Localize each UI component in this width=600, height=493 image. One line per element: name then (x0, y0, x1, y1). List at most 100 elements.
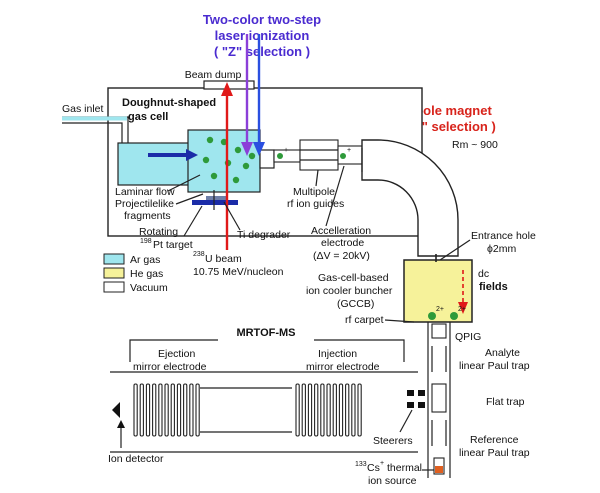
legend-ar-swatch (103, 253, 125, 265)
legend-he-swatch (103, 267, 125, 279)
mirror-electrode-plate (164, 383, 169, 437)
legend-he-label: He gas (130, 268, 163, 280)
mirror-electrode-plate (345, 383, 350, 437)
pt-target (192, 200, 238, 205)
mirror-electrode-plate (133, 383, 138, 437)
laser-title-line3: ( "Z" selection ) (214, 44, 310, 59)
mirror-electrode-plate (195, 383, 200, 437)
mirror-electrode-plate (145, 383, 151, 437)
dc-field-arrowhead (458, 302, 468, 314)
laminar-flow-label: Laminar flow (115, 186, 175, 198)
ion-dot (248, 152, 256, 160)
rotating-label: Rotating (139, 226, 178, 238)
cs-charge: + (380, 460, 384, 467)
multipole-label-1: Multipole (293, 186, 335, 198)
injection-label-2: mirror electrode (306, 361, 380, 373)
mirror-electrode-plate (307, 383, 313, 437)
u-beam-arrowhead (221, 82, 233, 96)
guide-ion-2-charge: + (347, 147, 351, 154)
legend-vacuum-swatch (103, 281, 125, 293)
entrance-hole-pointer (439, 239, 471, 261)
projectile-label-1: Projectilelike (115, 198, 174, 210)
accel-pointer (325, 165, 345, 227)
ejection-label-2: mirror electrode (133, 361, 207, 373)
ion-dot (242, 162, 250, 170)
analyte-label-2: linear Paul trap (459, 360, 530, 372)
injection-label-1: Injection (318, 348, 357, 360)
rf-carpet-label: rf carpet (345, 314, 384, 326)
reference-label-1: Reference (470, 434, 519, 446)
guide-ion-charge: + (284, 147, 288, 154)
cs-label-1: Cs (367, 462, 380, 474)
mirror-electrode-plate (295, 383, 300, 437)
mirror-electrode-plate (158, 383, 163, 437)
cs-label-2: thermal (387, 462, 422, 474)
mirror-electrode-plate (176, 383, 182, 437)
gccb-ion-1 (428, 312, 436, 320)
ti-degrader-label: Ti degrader (237, 229, 291, 241)
mirror-electrode-plate (338, 383, 344, 437)
flat-trap-label: Flat trap (486, 396, 525, 408)
dc-label-2: fields (479, 281, 508, 293)
guide-ion (277, 153, 283, 159)
gccb-label-1: Gas-cell-based (318, 272, 389, 284)
gccb-box (403, 259, 473, 323)
cs-ion-source (435, 466, 443, 473)
gccb-ion-2-charge: 2+ (458, 306, 466, 313)
gas-cell-label-2: gas cell (128, 111, 168, 123)
mirror-electrode-plate (320, 383, 325, 437)
steerers (407, 390, 425, 408)
gccb-label-3: (GCCB) (337, 298, 374, 310)
legend-ar-label: Ar gas (130, 254, 160, 266)
gccb-label-2: ion cooler buncher (306, 285, 393, 297)
drift-tube (200, 387, 292, 433)
dc-label-1: dc (478, 268, 489, 280)
mirror-electrode-plate (189, 383, 194, 437)
mirror-electrode-plate (326, 383, 331, 437)
steerers-label: Steerers (373, 435, 413, 447)
cs-mass: 133 (355, 461, 367, 468)
u-beam-label-1: U beam (205, 253, 242, 265)
laser-ionization-title: Two-color two-step laser ionization ( "Z… (203, 12, 321, 59)
ion-detector (112, 402, 120, 418)
entrance-hole-label-2: ϕ2mm (487, 243, 516, 255)
beam-dump-label: Beam dump (185, 69, 242, 81)
dipole-magnet (361, 139, 459, 257)
analyte-label-1: Analyte (485, 347, 520, 359)
mirror-electrode-plate (152, 383, 157, 437)
ti-degrader (206, 196, 228, 200)
rf-carpet-pointer (384, 319, 415, 323)
multipole-pointer (315, 169, 319, 187)
ion-dot (232, 176, 240, 184)
mirror-electrode-plate (351, 383, 356, 437)
rm-label: Rm ~ 900 (452, 139, 498, 151)
multipole-rf-ion-guides (273, 139, 363, 171)
ti-degrader-pointer (223, 201, 241, 231)
injection-mirror-electrodes (295, 383, 362, 437)
mirror-electrode-plate (183, 383, 188, 437)
mirror-electrode-plate (332, 383, 337, 437)
mirror-electrode-plate (314, 383, 319, 437)
laser-title-line2: laser ionization (215, 28, 310, 43)
gas-inlet-label: Gas inlet (62, 103, 104, 115)
ejection-label-1: Ejection (158, 348, 196, 360)
ion-detector-pointer-head (117, 420, 125, 428)
laser-violet-arrowhead (241, 142, 253, 156)
cs-label-3: ion source (368, 475, 417, 487)
steerers-pointer (399, 409, 413, 433)
projectile-pointer (175, 193, 204, 205)
pt-target-label: Pt target (153, 239, 193, 251)
legend-vacuum-label: Vacuum (130, 282, 168, 294)
mrtof-label: MRTOF-MS (236, 327, 295, 339)
ion-dot (202, 156, 210, 164)
multipole-label-2: rf ion guides (287, 198, 344, 210)
u-beam-mass: 238 (193, 251, 205, 258)
pt-target-pointer (183, 205, 203, 237)
laser-title-line1: Two-color two-step (203, 12, 321, 27)
qpig-label: QPIG (455, 331, 481, 343)
vertical-ion-column (427, 322, 451, 478)
mirror-electrode-plate (357, 383, 362, 437)
laser-blue-arrowhead (253, 142, 265, 156)
laminar-flow-pointer (167, 174, 201, 192)
